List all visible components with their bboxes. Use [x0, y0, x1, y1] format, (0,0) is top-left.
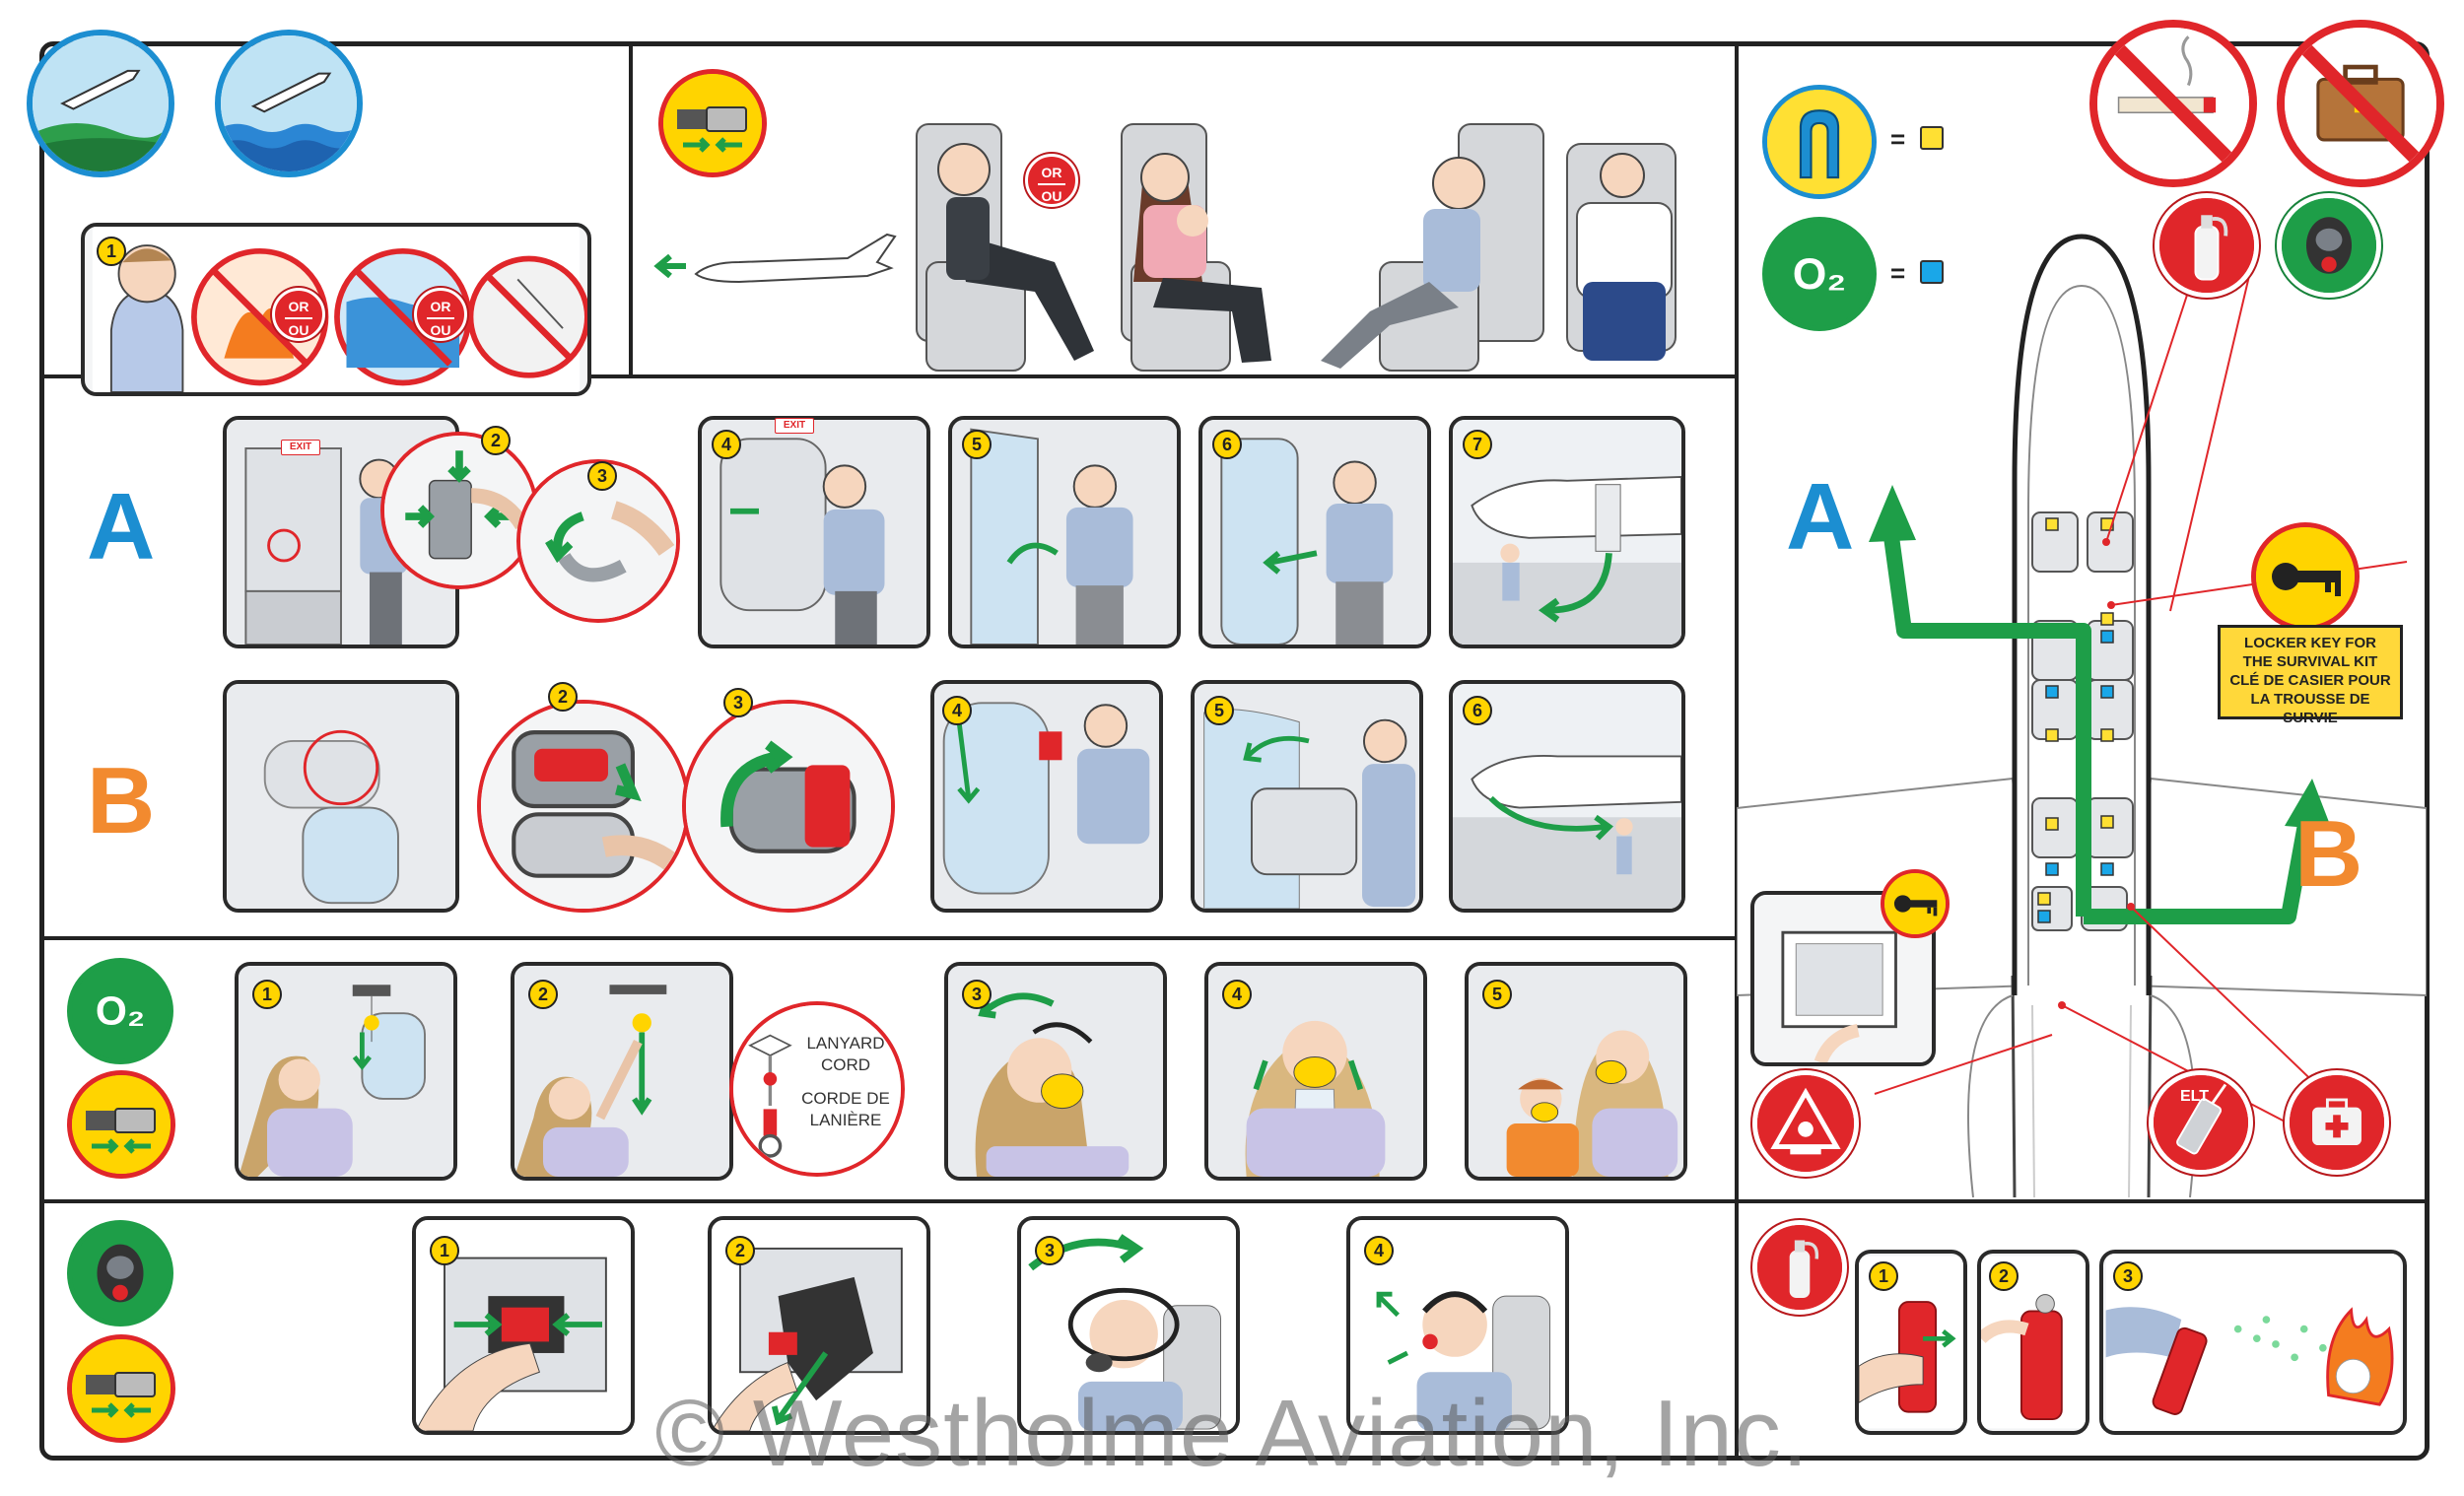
lanyard-cord-detail [729, 1001, 905, 1177]
smoke-hood-step-badge: 1 [430, 1236, 459, 1265]
exit-b-step-badge: 3 [723, 688, 753, 717]
life-vest-icon [1762, 85, 1877, 199]
oxygen-step-badge: 1 [252, 980, 282, 1009]
smoke-hood-icon [67, 1220, 173, 1326]
card-frame [39, 41, 2430, 1461]
exit-b-step-badge: 4 [942, 696, 972, 725]
elt-label: ELT [2180, 1088, 2210, 1105]
brace-step-badge: 1 [97, 237, 126, 266]
no-baggage-icon [2277, 20, 2444, 187]
elt-location-icon [2149, 1070, 2253, 1175]
land-landing-icon [27, 30, 174, 177]
exit-b-label: B [87, 748, 156, 853]
exit-sign: EXIT [775, 418, 814, 434]
exit-a-step-7 [1449, 416, 1685, 648]
oxygen-step-badge: 2 [528, 980, 558, 1009]
exit-b-step-1 [223, 680, 459, 913]
water-ditching-icon [215, 30, 363, 177]
floor-plan-exit-a-label: A [1786, 464, 1855, 570]
fire-extinguisher-location-icon [2155, 193, 2259, 298]
fire-extinguisher-icon [1752, 1220, 1847, 1315]
divider-top [41, 374, 1739, 378]
no-smoking-icon [2089, 20, 2257, 187]
survival-kit-locker-detail [1750, 891, 1936, 1066]
divider-right [1737, 1199, 2427, 1203]
exit-a-step-badge: 3 [587, 461, 617, 491]
oxygen-step-badge: 4 [1222, 980, 1252, 1009]
floor-plan-exit-b-label: B [2294, 801, 2363, 907]
seatbelt-icon [67, 1334, 175, 1443]
extinguisher-step-1 [1855, 1250, 1967, 1435]
exit-a-step-badge: 7 [1463, 430, 1492, 459]
divider-oxygen [41, 1199, 1739, 1203]
exit-a-step-badge: 2 [481, 426, 511, 455]
extinguisher-step-badge: 2 [1989, 1261, 2019, 1291]
exit-a-step-badge: 6 [1212, 430, 1242, 459]
exit-b-handle-detail [477, 700, 690, 913]
exit-b-pull-detail [682, 700, 895, 913]
exit-a-step-4 [698, 416, 930, 648]
smoke-hood-step-1 [412, 1216, 635, 1435]
oxygen-step-badge: 5 [1482, 980, 1512, 1009]
svg-text:O₂: O₂ [1793, 250, 1846, 299]
oxygen-step-5 [1465, 962, 1687, 1181]
svg-text:O₂: O₂ [96, 988, 145, 1034]
first-aid-kit-location-icon [2285, 1070, 2389, 1175]
extinguisher-step-2 [1977, 1250, 2089, 1435]
life-vest-color-swatch [1920, 126, 1944, 150]
aircraft-takeoff-illustration [653, 233, 897, 284]
locker-key-icon [1881, 869, 1950, 938]
locker-key-icon [2251, 522, 2360, 631]
extinguisher-step-3 [2099, 1250, 2407, 1435]
exit-a-handle-detail [380, 432, 538, 589]
legend-equals: = [1890, 258, 1906, 288]
oxygen-icon: O₂ [67, 958, 173, 1064]
exit-a-label: A [87, 474, 156, 579]
smoke-hood-location-icon [2277, 193, 2381, 298]
seatbelt-icon [658, 69, 767, 177]
exit-b-step-badge: 6 [1463, 696, 1492, 725]
oxygen-step-badge: 3 [962, 980, 992, 1009]
extinguisher-step-badge: 1 [1869, 1261, 1898, 1291]
extinguisher-step-badge: 3 [2113, 1261, 2143, 1291]
smoke-hood-step-badge: 2 [725, 1236, 755, 1265]
smoke-hood-step-badge: 4 [1364, 1236, 1394, 1265]
survival-kit-location-icon [1752, 1070, 1859, 1177]
exit-b-step-badge: 2 [548, 682, 578, 712]
divider-exits [41, 936, 1739, 940]
exit-a-step-6 [1198, 416, 1431, 648]
oxygen-step-1 [235, 962, 457, 1181]
exit-sign: EXIT [281, 440, 320, 455]
oxygen-icon: O₂ [1762, 217, 1877, 331]
divider-main [1735, 43, 1739, 1459]
legend-equals: = [1890, 124, 1906, 154]
oxygen-color-swatch [1920, 260, 1944, 284]
exit-b-step-badge: 5 [1204, 696, 1234, 725]
seatbelt-icon [67, 1070, 175, 1179]
exit-a-step-badge: 4 [712, 430, 741, 459]
brace-position-illustration [916, 123, 1677, 372]
smoke-hood-step-badge: 3 [1035, 1236, 1064, 1265]
exit-a-step-badge: 5 [962, 430, 992, 459]
look-outside-panel [81, 223, 591, 396]
divider-brace [629, 43, 633, 376]
